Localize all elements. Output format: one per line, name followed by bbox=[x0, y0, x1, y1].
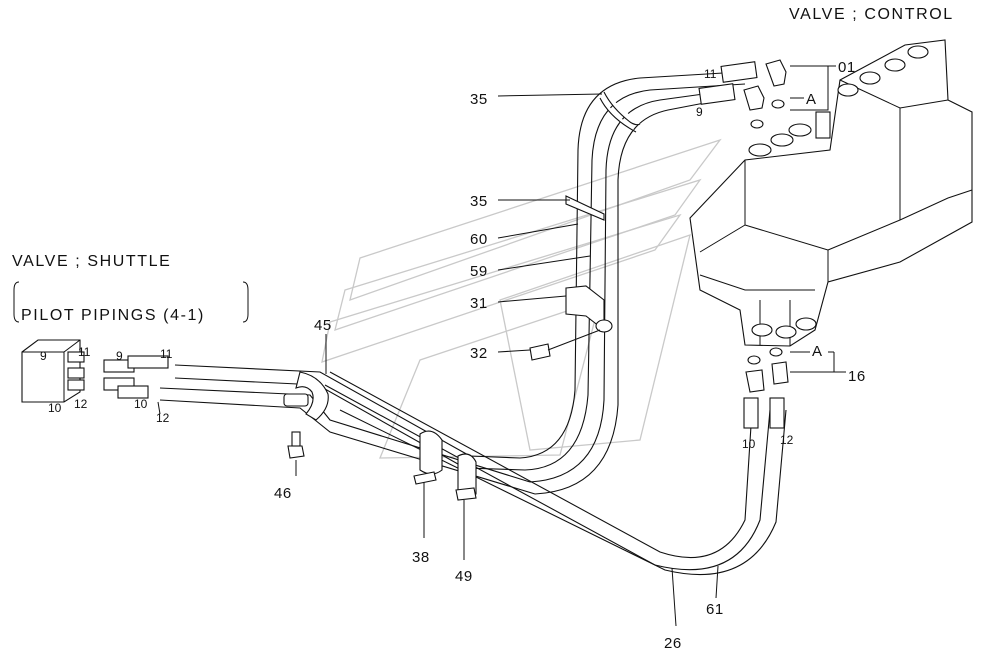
callout-61: 61 bbox=[706, 601, 724, 618]
title-pilot-pipings: PILOT PIPINGS (4-1) bbox=[21, 307, 205, 324]
callout-46: 46 bbox=[274, 485, 292, 502]
tag-sv-hose-11: 11 bbox=[160, 347, 173, 361]
callout-35-mid: 35 bbox=[470, 193, 488, 210]
tag-cv-12: 12 bbox=[780, 433, 794, 447]
tag-sv-hose-10: 10 bbox=[134, 397, 148, 411]
tag-cv-9: 9 bbox=[696, 105, 703, 119]
shuttle-valve-block bbox=[21, 339, 169, 403]
callout-49: 49 bbox=[455, 568, 473, 585]
tag-sv-block-9: 9 bbox=[40, 349, 47, 363]
title-control-valve: VALVE ; CONTROL bbox=[789, 6, 954, 23]
tag-sv-block-11: 11 bbox=[78, 345, 91, 359]
callout-26: 26 bbox=[664, 635, 682, 652]
tag-cv-11: 11 bbox=[704, 67, 717, 81]
tag-sv-hose-12: 12 bbox=[156, 411, 170, 425]
watermark-logo bbox=[321, 138, 722, 459]
tag-sv-block-12: 12 bbox=[74, 397, 88, 411]
bracket-left bbox=[13, 281, 20, 323]
top-fittings bbox=[743, 59, 836, 129]
callout-35-top: 35 bbox=[470, 91, 488, 108]
callout-60: 60 bbox=[470, 231, 488, 248]
control-valve-body bbox=[689, 39, 973, 347]
tag-cv-10: 10 bbox=[742, 437, 756, 451]
callout-a-bottom: A bbox=[812, 343, 823, 360]
tag-sv-hose-9: 9 bbox=[116, 349, 123, 363]
tag-sv-block-10: 10 bbox=[48, 401, 62, 415]
callout-16: 16 bbox=[848, 368, 866, 385]
clamps bbox=[283, 91, 641, 501]
callout-38: 38 bbox=[412, 549, 430, 566]
leader-lines bbox=[157, 93, 719, 627]
callout-45: 45 bbox=[314, 317, 332, 334]
callout-01: 01 bbox=[838, 59, 856, 76]
callout-a-top: A bbox=[806, 91, 817, 108]
title-shuttle-valve: VALVE ; SHUTTLE bbox=[12, 253, 171, 270]
bolts bbox=[287, 329, 601, 459]
callout-59: 59 bbox=[470, 263, 488, 280]
callout-32: 32 bbox=[470, 345, 488, 362]
bottom-fittings bbox=[745, 347, 846, 393]
callout-31: 31 bbox=[470, 295, 488, 312]
bracket-right bbox=[242, 281, 249, 323]
